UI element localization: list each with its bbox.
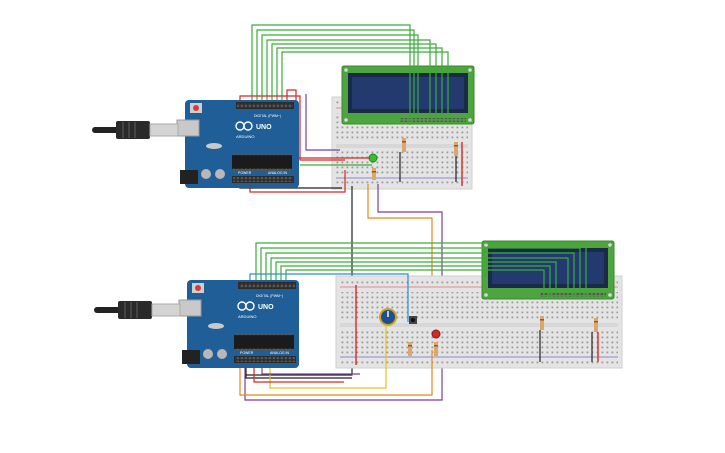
top-components	[368, 138, 463, 186]
board-logo-top: UNO	[256, 124, 272, 131]
power-label-bottom: POWER	[240, 351, 254, 355]
power-label-top: POWER	[238, 171, 252, 175]
atmega-chip-top	[232, 155, 292, 169]
resistor-bottom-4	[594, 318, 598, 332]
usb-plug-icon-bottom	[94, 301, 181, 319]
board-brand-top: ARDUINO	[236, 134, 254, 139]
arduino-logo-top	[235, 121, 253, 131]
usb-plug-icon	[92, 121, 179, 139]
lcd-display-top[interactable]	[341, 65, 475, 125]
led-green[interactable]	[368, 153, 378, 163]
bottom-circuit: UNO ARDUINO DIGITAL (PWM~) POWER ANALOG …	[94, 240, 623, 396]
arduino-uno-top[interactable]: UNO ARDUINO DIGITAL (PWM~) POWER ANALOG …	[176, 100, 299, 188]
resistor-bottom-3	[540, 316, 544, 330]
analog-label-top: ANALOG IN	[268, 171, 288, 175]
bottom-components	[355, 285, 599, 365]
digital-label-bottom: DIGITAL (PWM~)	[256, 294, 283, 298]
resistor-bottom-1	[408, 342, 412, 356]
resistor-bottom-2	[434, 342, 438, 356]
top-circuit: UNO ARDUINO DIGITAL (PWM~) POWER ANALOG …	[92, 24, 475, 401]
arduino-logo-bottom	[237, 301, 255, 311]
lcd-screen-top	[352, 77, 464, 109]
digital-label-top: DIGITAL (PWM~)	[254, 114, 281, 118]
reset-button-top[interactable]	[193, 105, 199, 111]
resistor-top-3	[372, 168, 376, 180]
reset-button-bottom[interactable]	[195, 285, 201, 291]
lcd-screen-bottom	[492, 252, 604, 284]
resistor-top-2	[454, 142, 458, 156]
resistor-top-1	[402, 138, 406, 152]
analog-label-bottom: ANALOG IN	[270, 351, 290, 355]
arduino-uno-bottom[interactable]: UNO ARDUINO DIGITAL (PWM~) POWER ANALOG …	[178, 280, 299, 368]
lcd-display-bottom[interactable]	[481, 240, 615, 300]
led-red[interactable]	[431, 329, 441, 339]
board-brand-bottom: ARDUINO	[238, 314, 256, 319]
board-logo-bottom: UNO	[258, 304, 274, 311]
atmega-chip-bottom	[234, 335, 294, 349]
